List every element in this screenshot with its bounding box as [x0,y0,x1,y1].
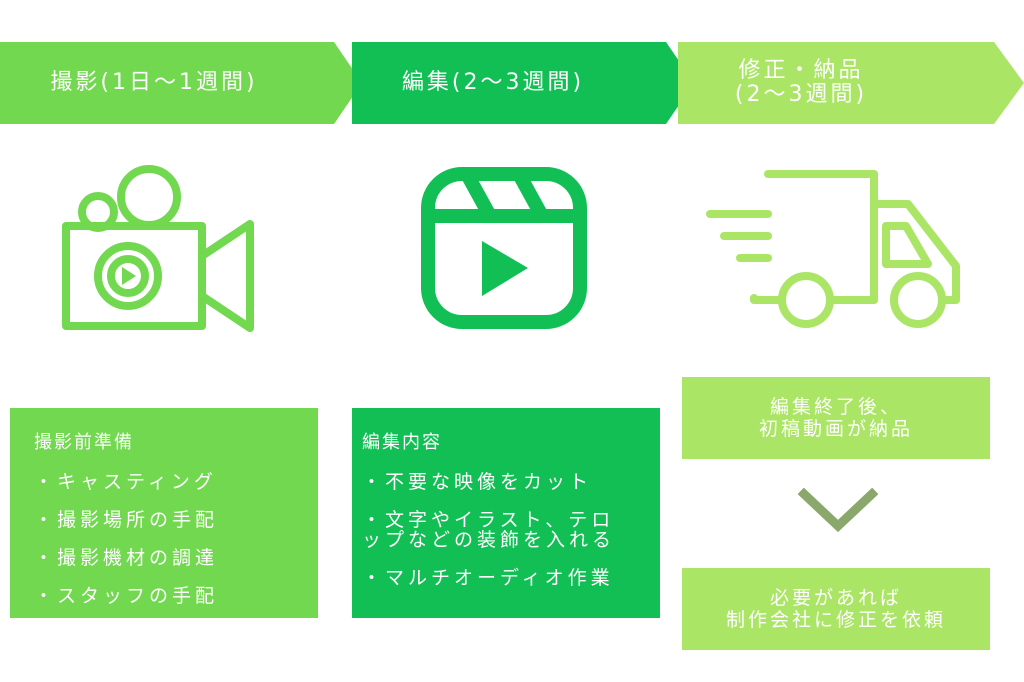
shooting-prep-item: ・キャスティング [34,471,217,493]
editing-content-item: ・文字やイラスト、テロ ップなどの装飾を入れる [362,509,616,551]
editing-content-box: 編集内容 ・不要な映像をカット ・文字やイラスト、テロ ップなどの装飾を入れる … [352,408,660,618]
editing-content-item: ・マルチオーディオ作業 [362,567,614,589]
shooting-prep-title: 撮影前準備 [34,432,134,453]
step-label-editing: 編集(2～3週間) [401,70,585,95]
step-arrow-delivery: 修正・納品 (2～3週間) [678,42,1024,124]
chevron-down-icon [798,488,878,533]
shooting-prep-item: ・撮影機材の調達 [34,547,219,569]
shooting-prep-box: 撮影前準備 ・キャスティング ・撮影場所の手配 ・撮影機材の調達 ・スタッフの手… [10,408,318,618]
shooting-prep-item: ・撮影場所の手配 [34,509,219,531]
step-label-delivery: 修正・納品 (2～3週間) [734,58,868,107]
step-arrow-shooting: 撮影(1日～1週間) [0,42,362,124]
video-camera-icon [62,165,254,332]
delivery-note-revision: 必要があれば 制作会社に修正を依頼 [682,568,990,650]
editing-content-item: ・不要な映像をカット [362,471,593,493]
clapperboard-play-icon [421,167,587,329]
step-label-shooting: 撮影(1日～1週間) [50,70,258,95]
shooting-prep-item: ・スタッフの手配 [34,585,219,607]
delivery-truck-icon [706,170,960,328]
delivery-note-first-draft: 編集終了後、 初稿動画が納品 [682,377,990,459]
step-arrow-editing: 編集(2～3週間) [352,42,694,124]
editing-content-title: 編集内容 [362,432,442,453]
